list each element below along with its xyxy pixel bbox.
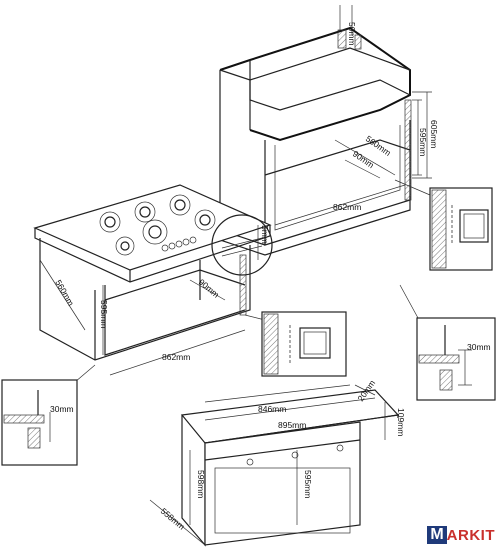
detail-base-box xyxy=(244,311,347,377)
detail-right-30mm xyxy=(399,284,496,401)
dim-base-depth: 560mm xyxy=(53,278,76,308)
brand-logo-text: ARKIT xyxy=(446,526,495,544)
dim-tall-width: 862mm xyxy=(333,202,361,212)
dim-oven-height-outer: 598mm xyxy=(196,470,206,498)
brand-logo-letter: M xyxy=(427,526,447,544)
base-cabinet xyxy=(33,184,273,376)
dim-tall-height-outer: 605mm xyxy=(429,120,439,148)
dim-base-height: 595mm xyxy=(99,300,109,328)
dim-tall-height-inner: 595mm xyxy=(418,128,428,156)
dim-oven-width-inner: 846mm xyxy=(258,404,286,414)
dim-tall-inner-depth: 90mm xyxy=(351,148,376,170)
dim-tall-depth: 560mm xyxy=(364,133,393,157)
detail-left-30mm xyxy=(1,364,96,466)
tall-cabinet xyxy=(219,5,432,256)
dim-top-gap: 50mm xyxy=(347,22,357,46)
detail-tall-box xyxy=(394,179,493,271)
dim-oven-face: 109mm xyxy=(396,408,406,436)
dim-base-width: 862mm xyxy=(162,352,190,362)
dim-oven-height-inner: 595mm xyxy=(303,470,313,498)
dim-detail-left: 30mm xyxy=(50,404,74,414)
dim-detail-right: 30mm xyxy=(467,342,491,352)
dim-hob-gap: 5mm xyxy=(260,225,270,244)
dim-oven-width-outer: 895mm xyxy=(278,420,306,430)
brand-logo: M ARKIT xyxy=(427,526,495,544)
built-in-oven xyxy=(149,384,400,547)
